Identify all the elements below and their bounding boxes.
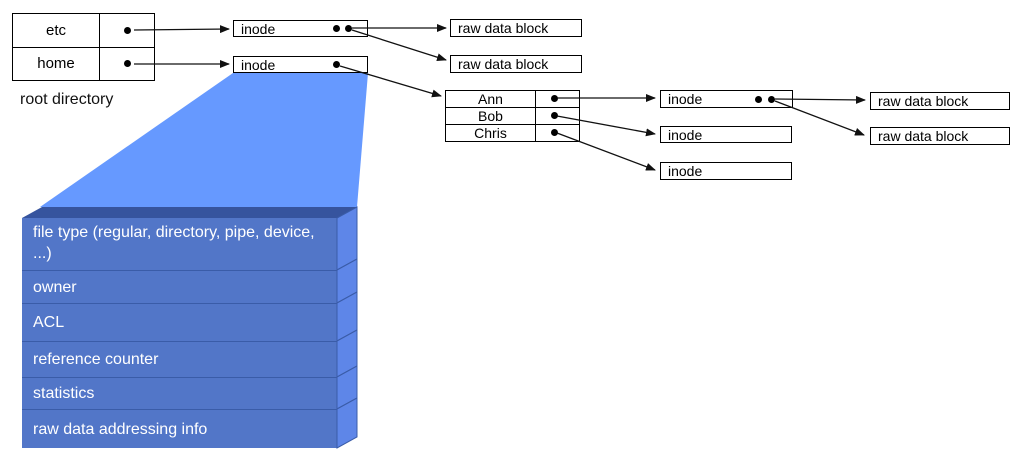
pointer-bullet-icon xyxy=(755,96,762,103)
inode-stack-side-bevel xyxy=(336,291,358,342)
inode-label: inode xyxy=(668,91,703,107)
inode-label: inode xyxy=(668,126,703,143)
inode-field-row: file type (regular, directory, pipe, dev… xyxy=(22,218,337,270)
pointer-bullet-icon xyxy=(333,25,340,32)
dir-row: Ann xyxy=(446,91,579,107)
inode-label: inode xyxy=(241,20,276,37)
inode-stack-top-face xyxy=(22,207,357,218)
inode-stack-side-bevel xyxy=(336,258,358,304)
raw-data-block-label: raw data block xyxy=(878,93,969,109)
pointer-bullet-icon xyxy=(124,59,131,67)
dir-entry-pointer-cell xyxy=(536,125,579,141)
pointer-bullet-icon xyxy=(345,25,352,32)
dir-entry-name: Chris xyxy=(446,125,536,141)
dir-entry-pointer-cell xyxy=(536,108,579,124)
dir-entry-name: Bob xyxy=(446,108,536,124)
inode-label: inode xyxy=(241,56,276,73)
raw-data-block: raw data block xyxy=(870,92,1010,110)
raw-data-block-label: raw data block xyxy=(878,128,969,144)
inode-stack-side-bevel xyxy=(336,329,358,378)
inode-label: inode xyxy=(668,163,703,179)
inode-stack-side-bevel xyxy=(336,397,358,449)
dir-entry-name: Ann xyxy=(446,91,536,107)
inode-field-row: ACL xyxy=(22,303,337,341)
raw-data-block: raw data block xyxy=(450,55,582,73)
chris-inode-box: inode xyxy=(660,162,792,180)
dir-entry-pointer-cell xyxy=(100,14,154,47)
root-directory-table: etc home xyxy=(12,13,155,81)
raw-data-block: raw data block xyxy=(450,19,582,37)
inode-field-row: raw data addressing info xyxy=(22,409,337,448)
pointer-bullet-icon xyxy=(551,112,558,119)
raw-data-block-label: raw data block xyxy=(458,20,549,36)
pointer-bullet-icon xyxy=(551,95,558,102)
dir-row: Chris xyxy=(446,124,579,141)
pointer-bullet-icon xyxy=(333,61,340,68)
user-directory-table: Ann Bob Chris xyxy=(445,90,580,142)
dir-entry-name: home xyxy=(13,47,100,80)
dir-row: etc xyxy=(13,14,154,47)
raw-data-block-label: raw data block xyxy=(458,56,549,72)
bob-inode-box: inode xyxy=(660,126,792,143)
pointer-bullet-icon xyxy=(551,129,558,136)
dir-row: Bob xyxy=(446,107,579,124)
pointer-bullet-icon xyxy=(768,96,775,103)
pointer-bullet-icon xyxy=(124,27,131,34)
home-inode-box: inode xyxy=(233,56,368,73)
inode-field-row: owner xyxy=(22,270,337,303)
inode-stack-side-bevel xyxy=(336,365,358,410)
root-directory-label: root directory xyxy=(20,91,114,108)
ann-inode-box: inode xyxy=(660,90,793,108)
dir-row: home xyxy=(13,46,154,81)
inode-field-row: reference counter xyxy=(22,341,337,377)
etc-inode-box: inode xyxy=(233,20,368,37)
dir-entry-name: etc xyxy=(13,14,100,47)
dir-entry-pointer-cell xyxy=(100,48,154,81)
raw-data-block: raw data block xyxy=(870,127,1010,145)
inode-stack-side-bevel xyxy=(336,206,358,271)
inode-field-row: statistics xyxy=(22,377,337,409)
dir-entry-pointer-cell xyxy=(536,91,579,107)
